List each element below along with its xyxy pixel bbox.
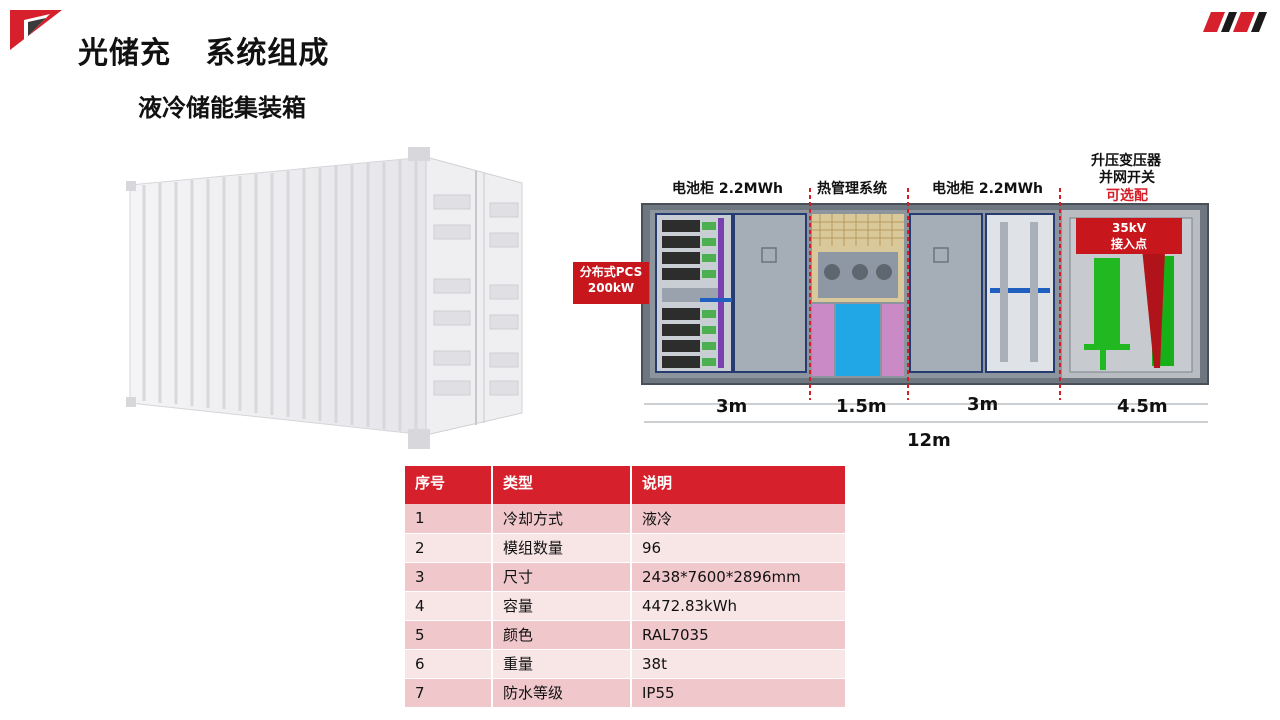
table-cell: 38t (631, 649, 845, 679)
table-header: 类型 (492, 466, 632, 504)
table-cell: 重量 (492, 649, 632, 679)
label-battery-left: 电池柜 2.2MWh (672, 181, 784, 197)
table-header-row: 序号 类型 说明 (405, 466, 845, 504)
table-cell: 7 (405, 678, 493, 708)
callout-pcs-line1: 分布式PCS (579, 265, 643, 279)
table-cell: 4 (405, 591, 493, 621)
table-cell: 96 (631, 533, 845, 563)
table-header: 序号 (405, 466, 493, 504)
table-row: 6 重量 38t (405, 649, 845, 679)
label-transformer: 升压变压器 (1091, 153, 1161, 169)
table-cell: 防水等级 (492, 678, 632, 708)
table-cell: 模组数量 (492, 533, 632, 563)
label-grid-switch: 并网开关 (1099, 170, 1155, 186)
table-row: 4 容量 4472.83kWh (405, 591, 845, 621)
table-cell: 4472.83kWh (631, 591, 845, 621)
dimension-total: 12m (907, 430, 951, 451)
table-cell: 6 (405, 649, 493, 679)
table-cell: IP55 (631, 678, 845, 708)
corner-logo (10, 10, 62, 50)
dimension-seg2: 1.5m (836, 396, 887, 417)
brand-stripes-logo (1203, 12, 1267, 32)
table-cell: 1 (405, 504, 493, 534)
table-cell: 5 (405, 620, 493, 650)
container-illustration (126, 147, 523, 449)
table-row: 2 模组数量 96 (405, 533, 845, 563)
dimension-seg3: 3m (967, 394, 999, 415)
label-thermal: 热管理系统 (817, 181, 887, 197)
callout-pcs-line2: 200kW (587, 281, 635, 295)
table-row: 3 尺寸 2438*7600*2896mm (405, 562, 845, 592)
callout-pcs: 分布式PCS 200kW (573, 262, 649, 304)
table-cell: 液冷 (631, 504, 845, 534)
page-title: 光储充 系统组成 (78, 36, 330, 71)
table-cell: 颜色 (492, 620, 632, 650)
table-cell: 3 (405, 562, 493, 592)
table-cell: 容量 (492, 591, 632, 621)
label-battery-right: 电池柜 2.2MWh (932, 181, 1044, 197)
callout-kv-line2: 接入点 (1110, 237, 1147, 251)
spec-table: 序号 类型 说明 1 冷却方式 液冷 2 模组数量 96 3 尺寸 2438*7… (405, 466, 845, 708)
page-subtitle: 液冷储能集装箱 (138, 94, 306, 122)
callout-35kv: 35kV 接入点 (1076, 218, 1182, 254)
system-layout-diagram: 电池柜 2.2MWh 热管理系统 电池柜 2.2MWh 升压变压器 并网开关 可… (570, 148, 1220, 453)
table-cell: 2 (405, 533, 493, 563)
table-cell: 2438*7600*2896mm (631, 562, 845, 592)
table-cell: 尺寸 (492, 562, 632, 592)
label-optional: 可选配 (1106, 188, 1148, 204)
callout-kv-line1: 35kV (1112, 221, 1146, 235)
table-header: 说明 (631, 466, 845, 504)
table-row: 7 防水等级 IP55 (405, 678, 845, 708)
table-cell: RAL7035 (631, 620, 845, 650)
table-row: 5 颜色 RAL7035 (405, 620, 845, 650)
table-cell: 冷却方式 (492, 504, 632, 534)
table-row: 1 冷却方式 液冷 (405, 504, 845, 534)
dimension-seg4: 4.5m (1117, 396, 1168, 417)
dimension-seg1: 3m (716, 396, 748, 417)
